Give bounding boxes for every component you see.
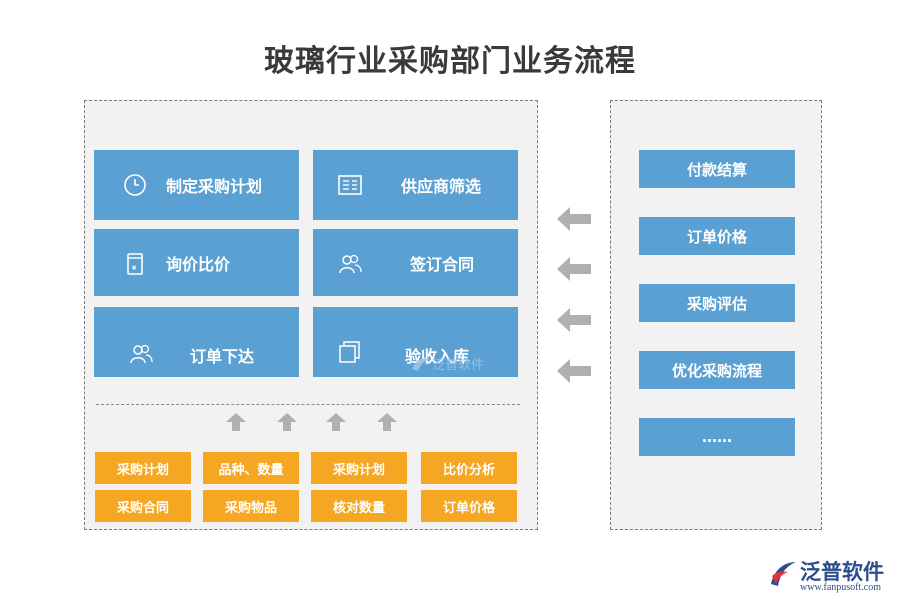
- right-item-more: ……: [639, 418, 795, 456]
- tag-purchase-plan: 采购计划: [95, 452, 191, 484]
- watermark-logo-icon: [412, 357, 430, 371]
- users-icon: [339, 254, 362, 274]
- left-arrow-icon: [557, 359, 591, 383]
- watermark-text: 泛普软件: [432, 358, 485, 373]
- step-label: 制定采购计划: [166, 177, 263, 196]
- left-arrow-icon: [557, 257, 591, 281]
- up-arrow-icon: [377, 413, 397, 431]
- page-title: 玻璃行业采购部门业务流程: [264, 44, 636, 79]
- right-item-order-price: 订单价格: [639, 217, 795, 255]
- tag-purchase-plan-2: 采购计划: [311, 452, 407, 484]
- up-arrow-icon: [226, 413, 246, 431]
- users-icon: [130, 344, 153, 364]
- step-label: 订单下达: [190, 347, 255, 366]
- tag-purchase-contract: 采购合同: [95, 490, 191, 522]
- tag-price-analysis: 比价分析: [421, 452, 517, 484]
- step-label: 询价比价: [166, 254, 231, 274]
- up-arrow-icon: [326, 413, 346, 431]
- step-supplier-screening: 供应商筛选: [313, 150, 518, 220]
- brand-url: www.fanpusoft.com: [800, 582, 882, 593]
- tag-variety-quantity: 品种、数量: [203, 452, 299, 484]
- stacked-pages-icon: [339, 341, 360, 363]
- up-arrow-icon: [277, 413, 297, 431]
- step-place-order: 订单下达: [94, 307, 299, 377]
- left-arrow-icon: [557, 207, 591, 231]
- right-item-purchase-evaluation: 采购评估: [639, 284, 795, 322]
- step-sign-contract: 签订合同: [313, 229, 518, 296]
- brand-name: 泛普软件: [800, 560, 884, 584]
- tag-purchase-goods: 采购物品: [203, 490, 299, 522]
- watermark: 泛普软件: [410, 354, 484, 373]
- tag-check-quantity: 核对数量: [311, 490, 407, 522]
- tag-order-price: 订单价格: [421, 490, 517, 522]
- list-card-icon: [338, 175, 362, 195]
- step-label: 供应商筛选: [401, 177, 482, 196]
- svg-text:¥: ¥: [132, 265, 137, 272]
- brand-logo: 泛普软件 www.fanpusoft.com: [768, 556, 898, 598]
- right-item-payment-settlement: 付款结算: [639, 150, 795, 188]
- clock-icon: [124, 174, 146, 196]
- left-arrow-icon: [557, 308, 591, 332]
- brand-swoosh-icon: [771, 562, 796, 586]
- dashed-divider: [96, 404, 520, 405]
- step-inquiry-price-compare: ¥ 询价比价: [94, 229, 299, 296]
- step-label: 签订合同: [410, 254, 475, 274]
- right-item-optimize-process: 优化采购流程: [639, 351, 795, 389]
- document-icon: ¥: [127, 253, 143, 275]
- step-make-purchase-plan: 制定采购计划: [94, 150, 299, 220]
